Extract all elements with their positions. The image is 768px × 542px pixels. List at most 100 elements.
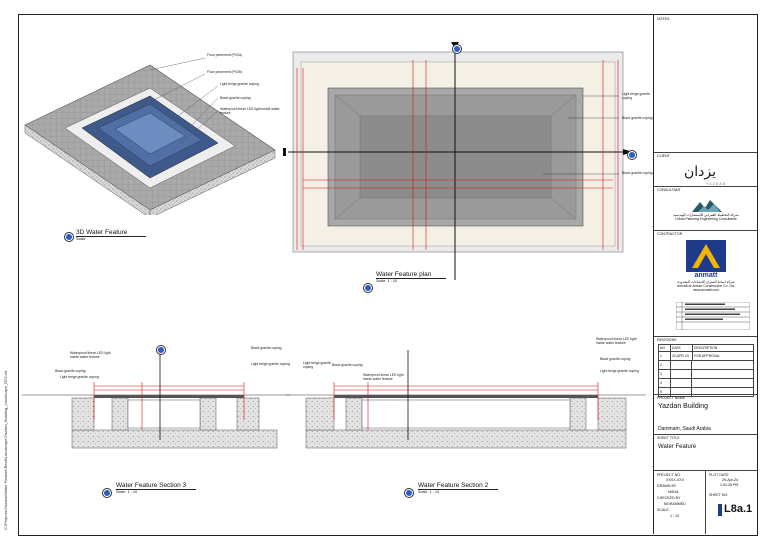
sec2-label-beige-coping: Light beige granite coping <box>600 369 639 373</box>
rev-no: 5 <box>659 388 671 396</box>
sec2-label-black-coping: Black granite coping <box>600 357 631 361</box>
rev-header-date: DATE <box>671 345 693 351</box>
section-2-drawing <box>286 350 646 449</box>
view-title-3d: 3D Water Feature Scale <box>76 229 146 241</box>
contractor-logo-text: anmatt <box>694 272 718 279</box>
table-row: 5 <box>658 388 754 397</box>
plan-label-black-coping: Black granite coping <box>622 116 653 120</box>
plot-date: 29-Apr-24 <box>722 478 738 482</box>
project-name: Yazdan Building <box>658 403 709 410</box>
sec3-label-beige-coping-2: Light beige granite coping <box>60 375 99 379</box>
consultant-name-ar: شركة التخطيط العمراني للاستشارات الهندسي… <box>673 213 739 217</box>
view-title-sec3: Water Feature Section 3 Scale 1 : 10 <box>116 482 196 494</box>
water-feature-plan-drawing <box>283 42 633 280</box>
contractor-logo-icon <box>686 240 726 272</box>
contractor-web: www.anmatt.com <box>693 288 719 292</box>
sec2-label-led-2: Waterproof linear LED light inside water… <box>363 373 404 381</box>
sec3-level-marker-icon[interactable] <box>156 345 166 355</box>
label-light-beige-coping: Light beige granite coping <box>220 82 259 86</box>
view-scale-3d: Scale <box>76 237 86 241</box>
view-marker-plan-icon[interactable] <box>363 283 373 293</box>
rev-date <box>671 370 692 378</box>
rev-no: 4 <box>659 379 671 387</box>
sheet-no-bar-icon <box>718 504 722 516</box>
project-location: Dammam, Saudi Arabia <box>658 426 711 432</box>
title-block: NOTES CLIENT يزدان YAZDAN CONSULTANT شرك… <box>653 14 757 534</box>
client-logo-en: YAZDAN <box>706 182 727 186</box>
client-logo: يزدان <box>684 164 717 180</box>
file-path-text: C:\Projects\Yazdan\Water Feature\Revit\L… <box>3 370 8 530</box>
contractor-label: CONTRACTOR <box>657 232 683 236</box>
label-led-light: Waterproof linear LED light inside water… <box>220 107 280 115</box>
sec2-scale-value: 1 : 10 <box>429 490 440 494</box>
checked-by: MOHAMMED <box>664 502 686 506</box>
sheet-title: Water Feature <box>658 444 697 450</box>
section-marker-2-icon[interactable] <box>627 150 637 160</box>
view-marker-sec3-icon[interactable] <box>102 488 112 498</box>
project-name-label: PROJECT NAME <box>657 396 686 400</box>
drawn-by: MAHA <box>668 490 679 494</box>
label-black-coping: Black granite coping <box>220 96 251 100</box>
sec3-label-black-coping-2: Black granite coping <box>55 369 86 373</box>
table-row: 3 <box>658 370 754 379</box>
sec2-label-beige-coping-2: Light beige granite coping <box>303 361 331 369</box>
plan-label-beige-coping: Light beige granite coping <box>622 92 650 100</box>
plot-time: 1:51:28 PM <box>720 483 739 487</box>
table-row: 2 <box>658 361 754 370</box>
revisions-label: REVISIONS <box>657 338 677 342</box>
view-title-sec2-text: Water Feature Section 2 <box>418 482 498 490</box>
rev-date <box>671 379 692 387</box>
view-title-plan: Water Feature plan Scale 1 : 10 <box>376 271 446 283</box>
rev-no: 2 <box>659 361 671 369</box>
client-label: CLIENT <box>657 154 670 158</box>
sec3-scale-label: Scale <box>116 490 126 494</box>
contractor-name-en: Anmatt al-Amran Construction Co. Ltd. <box>676 284 736 288</box>
section-marker-icon[interactable] <box>452 44 462 54</box>
sec3-label-led: Waterproof linear LED light inside water… <box>70 351 111 359</box>
view-title-sec3-text: Water Feature Section 3 <box>116 482 196 490</box>
rev-header-desc: DESCRIPTION <box>694 346 718 350</box>
scale-label: SCALE <box>657 508 669 512</box>
section-3-drawing <box>22 350 290 449</box>
rev-date <box>671 388 692 396</box>
table-row: 1 22-APR-24 FOR APPROVAL <box>658 352 754 361</box>
contractor-name-ar: شركة انماط العمران للانشاءات المحدودة <box>677 280 735 284</box>
project-no-label: PROJECT NO. <box>657 473 682 477</box>
plan-scale-value: 1 : 10 <box>387 279 398 283</box>
rev-date <box>671 361 692 369</box>
sec3-label-beige-coping: Light beige granite coping <box>251 362 290 366</box>
sheet-no: L8a.1 <box>724 503 753 515</box>
view-title-3d-text: 3D Water Feature <box>76 229 146 237</box>
sec3-scale-value: 1 : 10 <box>127 490 138 494</box>
rev-date: 22-APR-24 <box>671 352 693 360</box>
rev-desc <box>692 370 753 378</box>
view-title-sec2: Water Feature Section 2 Scale 1 : 10 <box>418 482 498 494</box>
sec2-label-black-coping-2: Black granite coping <box>332 363 363 367</box>
sheet-no-label: SHEET NO. <box>709 493 729 497</box>
rev-header-no: NO <box>659 345 671 351</box>
sec2-scale-label: Scale <box>418 490 428 494</box>
plot-date-label: PLOT DATE <box>709 473 729 477</box>
label-floor-pv2b: Floor pavement (PV2b) <box>207 70 243 74</box>
consultant-logo-icon <box>692 200 722 212</box>
contractor-stamp-table <box>676 302 750 330</box>
scale-value: 1 : 10 <box>670 514 679 518</box>
rev-desc <box>692 379 753 387</box>
label-floor-pv2a: Floor pavement (PV2a) <box>207 53 243 57</box>
info-left-col <box>654 470 706 534</box>
view-marker-sec2-icon[interactable] <box>404 488 414 498</box>
rev-no: 3 <box>659 370 671 378</box>
plan-label-black-coping-2: Black granite coping <box>622 171 653 175</box>
rev-no: 1 <box>659 352 671 360</box>
view-title-plan-text: Water Feature plan <box>376 271 446 279</box>
drawing-frame <box>18 14 758 536</box>
project-no: XXXX-XXX <box>666 478 684 482</box>
drawn-by-label: DRAWN BY <box>657 484 677 488</box>
consultant-name-en: Urban Planning Engineering Consultants <box>675 217 737 221</box>
consultant-label: CONSULTANT <box>657 188 681 192</box>
sheet-title-label: SHEET TITLE <box>657 436 680 440</box>
checked-by-label: CHECKED BY <box>657 496 681 500</box>
view-marker-icon[interactable] <box>64 232 74 242</box>
rev-desc: FOR APPROVAL <box>694 354 720 358</box>
plan-scale-label: Scale <box>376 279 386 283</box>
